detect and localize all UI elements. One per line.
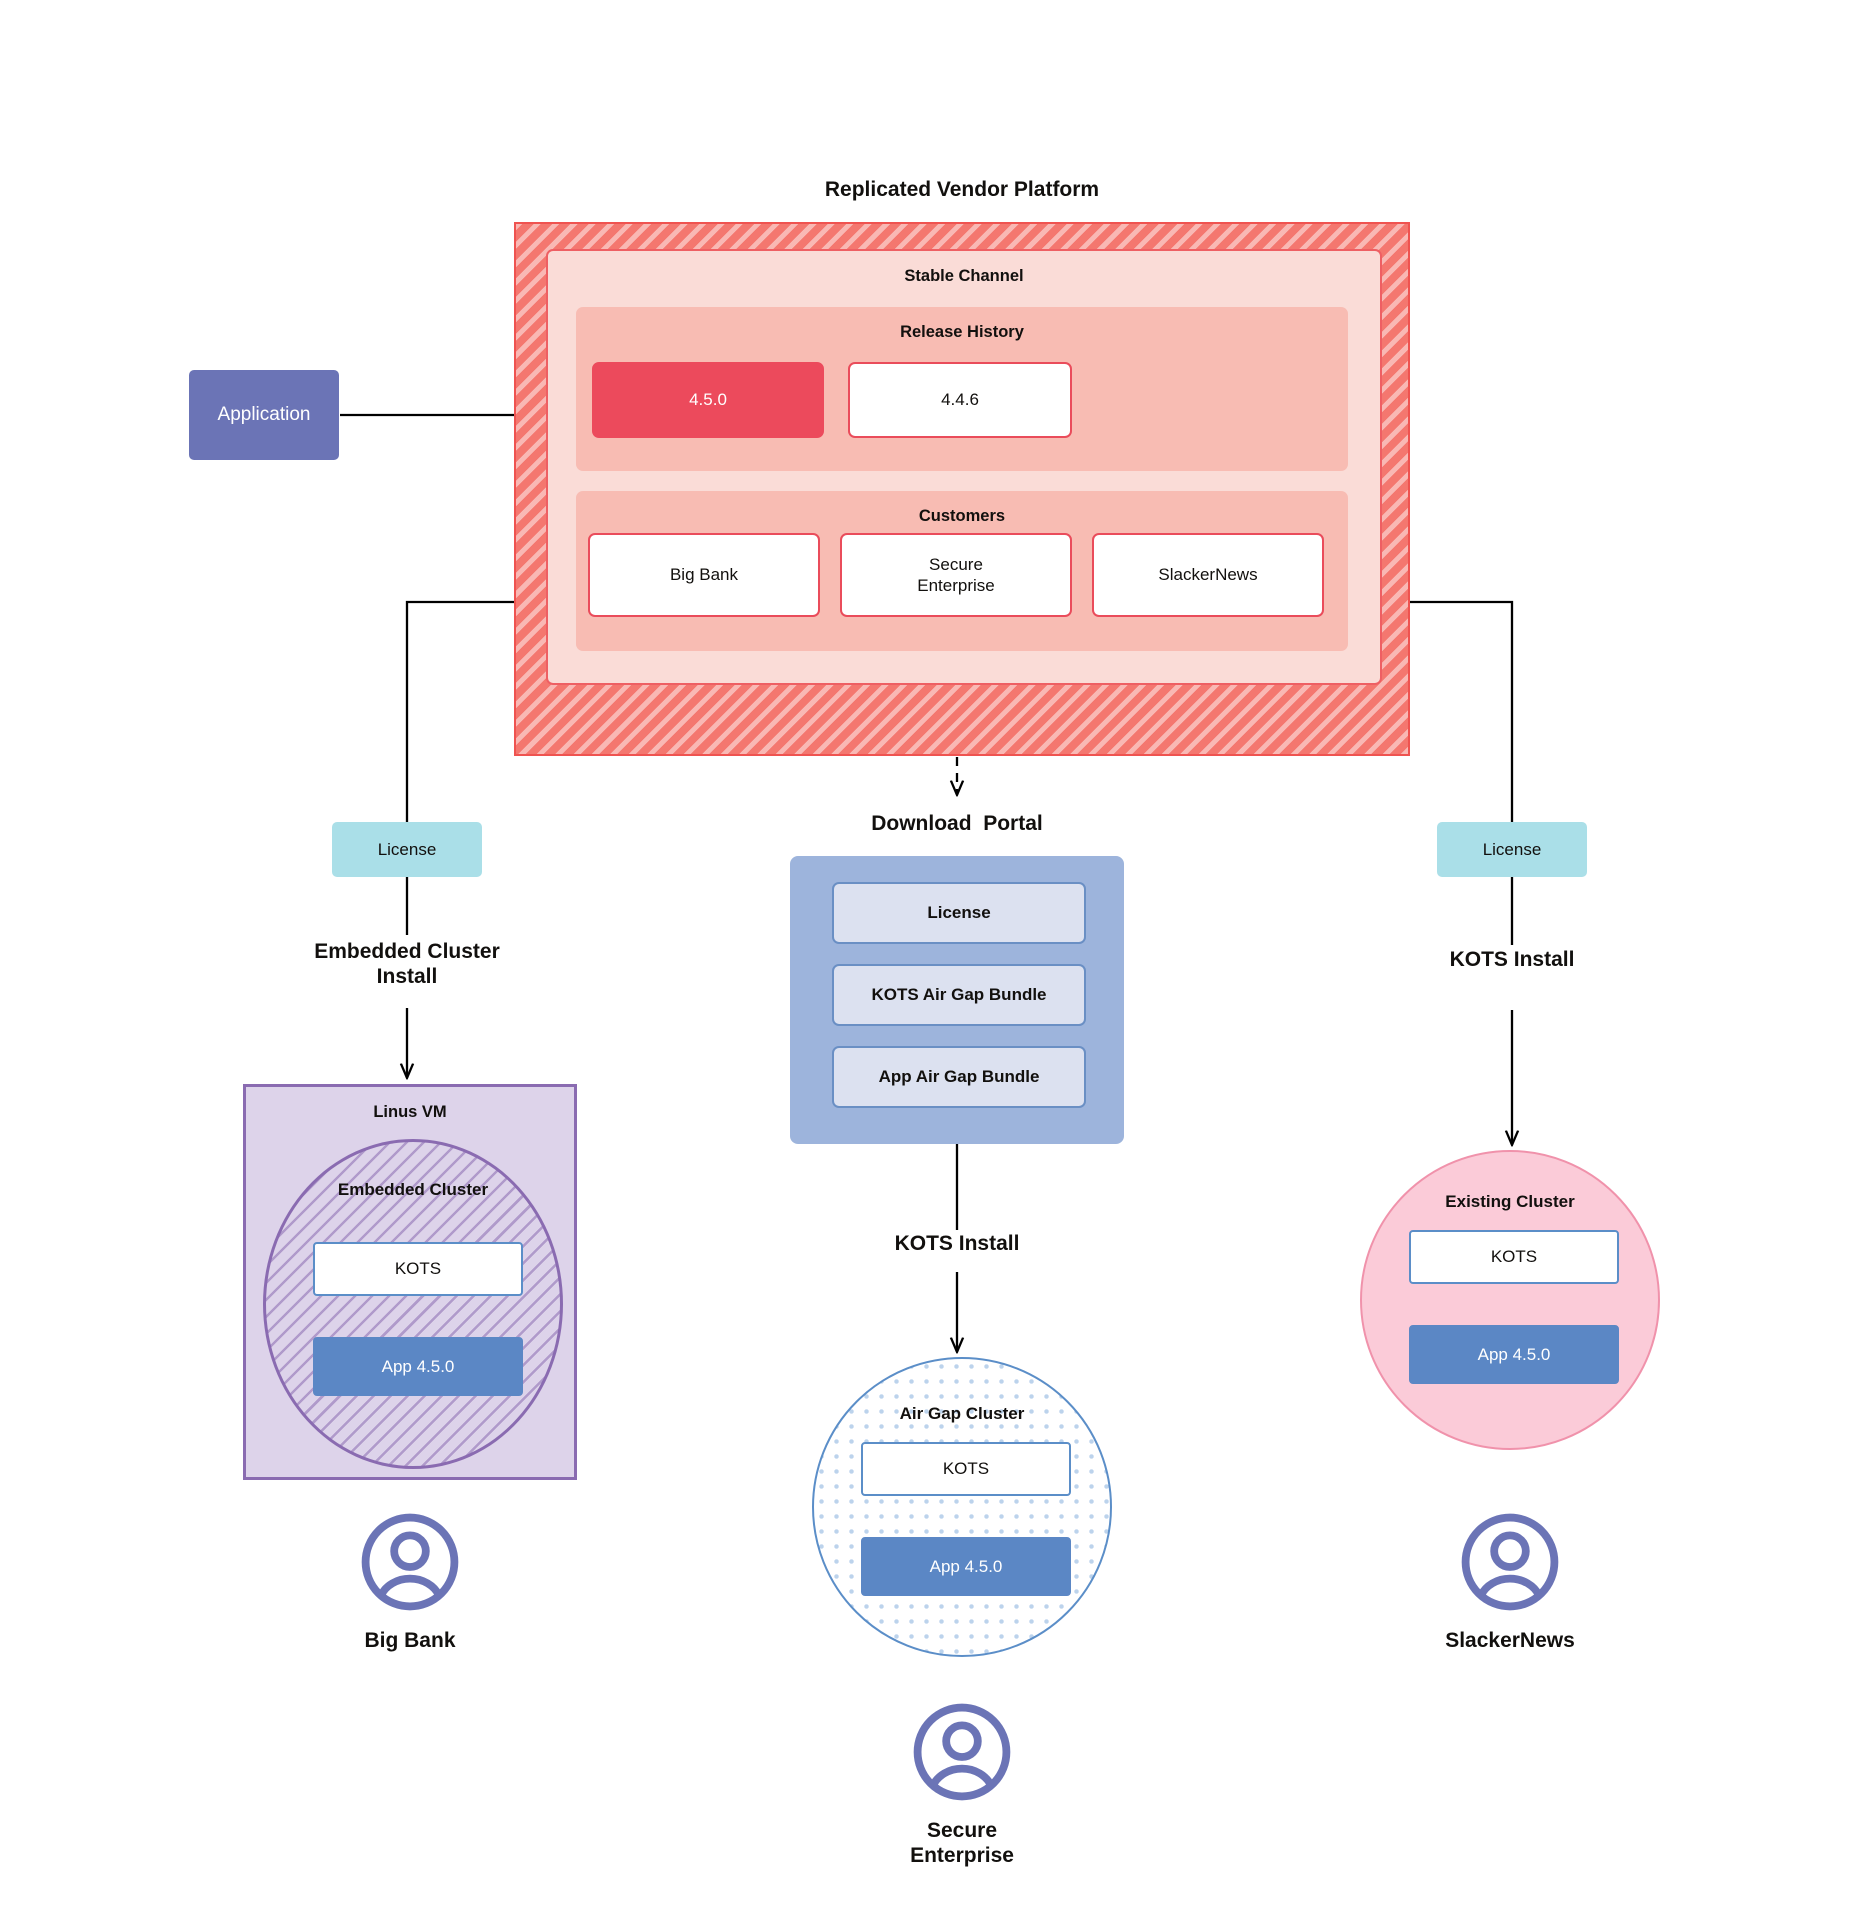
persona-label: Secure Enterprise bbox=[910, 1819, 1014, 1868]
air-gap-cluster-label: Air Gap Cluster bbox=[899, 1404, 1025, 1423]
portal-item-license[interactable]: License bbox=[832, 882, 1086, 944]
edge-label-embedded-cluster-install: Embedded Cluster Install bbox=[314, 940, 500, 988]
customer-box-secure-enterprise[interactable]: Secure Enterprise bbox=[840, 533, 1072, 617]
release-box-previous[interactable]: 4.4.6 bbox=[848, 362, 1072, 438]
customer-box-slackernews[interactable]: SlackerNews bbox=[1092, 533, 1324, 617]
app-box-existing[interactable]: App 4.5.0 bbox=[1409, 1325, 1619, 1384]
linux-vm-container: Linus VM Embedded Cluster KOTS App 4.5.0 bbox=[243, 1084, 577, 1480]
customers-panel: Customers Big Bank Secure Enterprise Sla… bbox=[576, 491, 1348, 651]
page-title: Replicated Vendor Platform bbox=[824, 178, 1100, 201]
persona-label: Big Bank bbox=[364, 1629, 456, 1652]
kots-box-airgap[interactable]: KOTS bbox=[861, 1442, 1071, 1496]
kots-box-embedded[interactable]: KOTS bbox=[313, 1242, 523, 1296]
license-chip-slackernews[interactable]: License bbox=[1437, 822, 1587, 877]
stable-channel-panel: Stable Channel Release History 4.5.0 4.4… bbox=[546, 249, 1382, 685]
persona-big-bank: Big Bank bbox=[300, 1510, 520, 1653]
user-avatar-icon bbox=[913, 1703, 1011, 1801]
kots-box-existing[interactable]: KOTS bbox=[1409, 1230, 1619, 1284]
existing-cluster-circle: Existing Cluster KOTS App 4.5.0 bbox=[1360, 1150, 1660, 1450]
edge-label-kots-install-airgap: KOTS Install bbox=[894, 1232, 1020, 1255]
edge-label-kots-install-existing: KOTS Install bbox=[1449, 948, 1575, 971]
user-avatar-icon bbox=[361, 1513, 459, 1611]
stable-channel-label: Stable Channel bbox=[904, 267, 1024, 285]
persona-slackernews: SlackerNews bbox=[1400, 1510, 1620, 1653]
linux-vm-label: Linus VM bbox=[373, 1103, 447, 1121]
customer-box-big-bank[interactable]: Big Bank bbox=[588, 533, 820, 617]
release-box-current[interactable]: 4.5.0 bbox=[592, 362, 824, 438]
app-box-embedded[interactable]: App 4.5.0 bbox=[313, 1337, 523, 1396]
portal-item-kots-air-gap-bundle[interactable]: KOTS Air Gap Bundle bbox=[832, 964, 1086, 1026]
application-box[interactable]: Application bbox=[189, 370, 339, 460]
persona-label: SlackerNews bbox=[1445, 1629, 1575, 1652]
existing-cluster-label: Existing Cluster bbox=[1445, 1192, 1575, 1211]
release-history-panel: Release History 4.5.0 4.4.6 bbox=[576, 307, 1348, 471]
download-portal-title: Download Portal bbox=[871, 812, 1043, 835]
portal-item-app-air-gap-bundle[interactable]: App Air Gap Bundle bbox=[832, 1046, 1086, 1108]
embedded-cluster-label: Embedded Cluster bbox=[337, 1180, 489, 1199]
user-avatar-icon bbox=[1461, 1513, 1559, 1611]
app-box-airgap[interactable]: App 4.5.0 bbox=[861, 1537, 1071, 1596]
air-gap-cluster-circle: Air Gap Cluster KOTS App 4.5.0 bbox=[812, 1357, 1112, 1657]
embedded-cluster-circle: Embedded Cluster KOTS App 4.5.0 bbox=[263, 1139, 563, 1469]
release-history-label: Release History bbox=[900, 323, 1024, 341]
license-chip-big-bank[interactable]: License bbox=[332, 822, 482, 877]
customers-label: Customers bbox=[918, 507, 1006, 525]
persona-secure-enterprise: Secure Enterprise bbox=[852, 1700, 1072, 1868]
vendor-platform-container: Stable Channel Release History 4.5.0 4.4… bbox=[514, 222, 1410, 756]
download-portal-container: License KOTS Air Gap Bundle App Air Gap … bbox=[790, 856, 1124, 1144]
